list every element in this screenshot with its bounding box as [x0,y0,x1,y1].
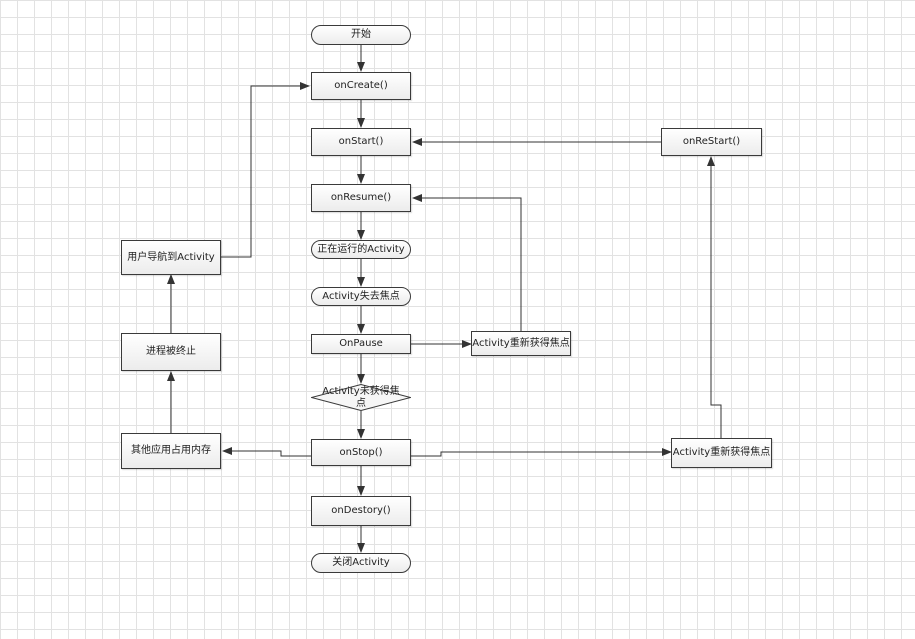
regain-focus-label-1: Activity重新获得焦点 [472,337,570,349]
start-node: 开始 [311,25,411,45]
onresume-label: onResume() [330,192,392,203]
arrow-onstop-to-regainfocus2 [411,448,672,457]
regain-focus-node-2: Activity重新获得焦点 [671,438,772,468]
oncreate-label: onCreate() [334,80,388,91]
other-app-memory-label: 其他应用占用内存 [131,445,211,456]
not-regain-focus-decision: Activity未获得焦点 [311,384,411,411]
other-app-memory-node: 其他应用占用内存 [121,433,221,469]
close-node: 关闭Activity [311,553,411,573]
onpause-label: OnPause [339,338,383,349]
arrow-regainfocus2-to-onrestart [707,156,722,438]
user-nav-node: 用户导航到Activity [121,240,221,275]
regain-focus-label-2: Activity重新获得焦点 [672,447,771,458]
process-killed-label: 进程被终止 [146,346,196,357]
lose-focus-node: Activity失去焦点 [311,287,411,306]
onpause-node: OnPause [311,334,411,354]
onstop-node: onStop() [311,439,411,466]
oncreate-node: onCreate() [311,72,411,100]
onrestart-node: onReStart() [661,128,762,156]
onrestart-label: onReStart() [682,136,741,147]
lose-focus-label: Activity失去焦点 [322,290,400,302]
running-node: 正在运行的Activity [311,240,411,259]
user-nav-label: 用户导航到Activity [127,251,215,263]
close-label: 关闭Activity [332,557,390,568]
arrow-usernav-to-oncreate [221,82,310,258]
process-killed-node: 进程被终止 [121,333,221,371]
onresume-node: onResume() [311,184,411,212]
ondestroy-label: onDestory() [331,505,391,516]
onstop-label: onStop() [339,446,383,458]
regain-focus-node-1: Activity重新获得焦点 [471,331,571,356]
not-regain-focus-label: Activity未获得焦点 [322,385,400,409]
running-label: 正在运行的Activity [317,243,405,255]
ondestroy-node: onDestory() [311,496,411,526]
arrow-onstop-to-othermemory [222,447,311,457]
diamond-shape [311,384,411,411]
onstart-node: onStart() [311,128,411,156]
onstart-label: onStart() [338,136,384,147]
start-label: 开始 [351,29,371,40]
arrow-regainfocus-to-onresume [412,194,522,331]
